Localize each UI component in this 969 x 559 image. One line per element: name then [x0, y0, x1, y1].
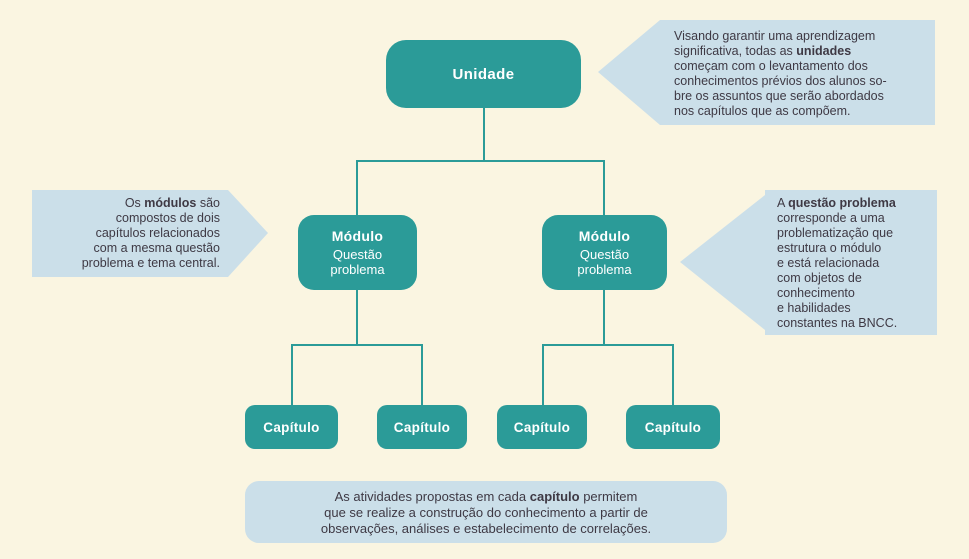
callout-unidade-arrow-left-icon: [598, 20, 660, 125]
connector-to-capitulo-3: [542, 344, 544, 405]
node-modulo-2: Módulo Questão problema: [542, 215, 667, 290]
connector-modulo-2-stem: [603, 290, 605, 346]
callout-capitulo-note: As atividades propostas em cada capítulo…: [245, 481, 727, 543]
connector-to-modulo-2: [603, 160, 605, 215]
connector-unidade-crossbar: [356, 160, 605, 162]
node-modulo-2-title: Módulo: [578, 228, 631, 244]
node-modulo-2-subtitle: Questão problema: [577, 247, 632, 277]
connector-unidade-stem: [483, 108, 485, 161]
node-modulo-1-title: Módulo: [331, 228, 384, 244]
callout-modulos-arrow-right-icon: [228, 190, 268, 277]
node-capitulo-2-label: Capítulo: [393, 419, 451, 435]
node-modulo-1: Módulo Questão problema: [298, 215, 417, 290]
connector-to-capitulo-1: [291, 344, 293, 405]
node-unidade-label: Unidade: [452, 65, 515, 83]
connector-to-modulo-1: [356, 160, 358, 215]
connector-modulo-1-crossbar: [291, 344, 423, 346]
node-capitulo-4-label: Capítulo: [644, 419, 702, 435]
connector-modulo-1-stem: [356, 290, 358, 346]
connector-modulo-2-crossbar: [542, 344, 674, 346]
node-modulo-1-subtitle: Questão problema: [330, 247, 385, 277]
callout-modulos-note: Os módulos são compostos de dois capítul…: [32, 190, 228, 277]
callout-unidade-note: Visando garantir uma aprendizagem signif…: [660, 20, 935, 125]
connector-to-capitulo-2: [421, 344, 423, 405]
node-capitulo-3: Capítulo: [497, 405, 587, 449]
callout-questao-note: A questão problema corresponde a uma pro…: [765, 190, 937, 335]
node-capitulo-1-label: Capítulo: [263, 419, 320, 435]
connector-to-capitulo-4: [672, 344, 674, 405]
node-capitulo-1: Capítulo: [245, 405, 338, 449]
node-capitulo-3-label: Capítulo: [513, 419, 571, 435]
callout-questao-arrow-left-icon: [680, 195, 765, 330]
node-unidade: Unidade: [386, 40, 581, 108]
node-capitulo-4: Capítulo: [626, 405, 720, 449]
node-capitulo-2: Capítulo: [377, 405, 467, 449]
